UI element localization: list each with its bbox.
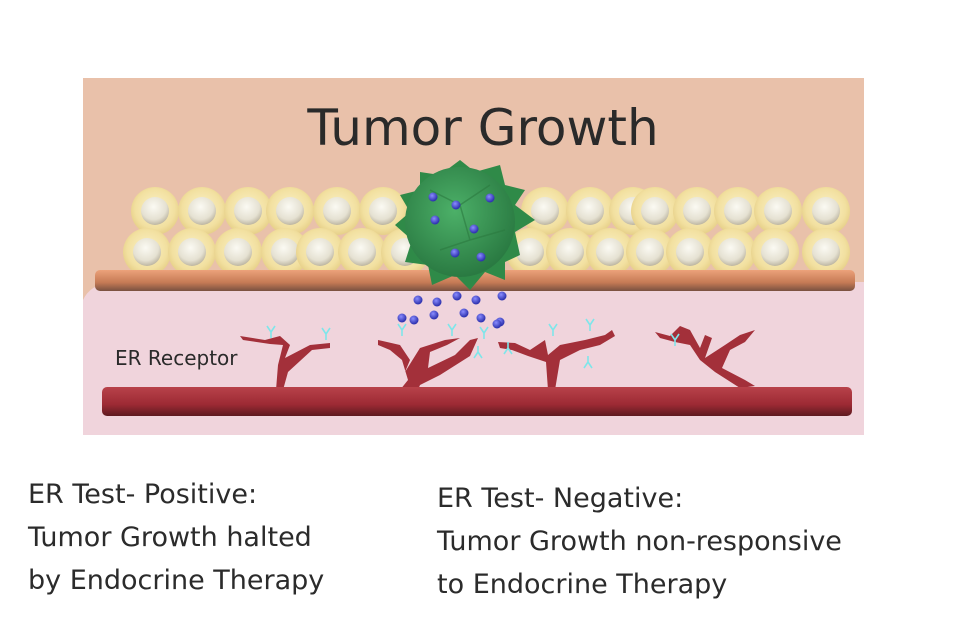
normal-cell (123, 228, 171, 276)
hormone-molecule (476, 313, 486, 323)
normal-cell (313, 187, 361, 235)
cell-nucleus (576, 197, 604, 225)
caption-er-positive: ER Test- Positive: Tumor Growth halted b… (28, 473, 324, 602)
normal-cell (566, 187, 614, 235)
cell-nucleus (636, 238, 664, 266)
cell-nucleus (271, 238, 299, 266)
caption-negative-line: ER Test- Negative: (437, 483, 684, 514)
cell-nucleus (348, 238, 376, 266)
receptor-marker (321, 327, 331, 340)
normal-cell (751, 228, 799, 276)
receptor-marker (548, 323, 558, 336)
normal-cell (714, 187, 762, 235)
cell-nucleus (234, 197, 262, 225)
hormone-molecule (428, 192, 438, 202)
receptor-marker (585, 318, 595, 331)
hormone-molecule (413, 295, 423, 305)
receptor-marker (397, 323, 407, 336)
receptor-marker (583, 356, 593, 369)
receptor-markers (266, 318, 680, 369)
normal-cell (546, 228, 594, 276)
receptor-marker (503, 342, 513, 355)
receptor-marker (473, 346, 483, 359)
cell-nucleus (531, 197, 559, 225)
normal-cell (802, 187, 850, 235)
hormone-molecule (430, 215, 440, 225)
hormone-molecule (469, 224, 479, 234)
receptor-marker (670, 333, 680, 346)
cell-nucleus (764, 197, 792, 225)
normal-cell (131, 187, 179, 235)
normal-cell (338, 228, 386, 276)
normal-cell (224, 187, 272, 235)
normal-cell (261, 228, 309, 276)
caption-negative-line: to Endocrine Therapy (437, 569, 728, 600)
hormone-molecules (397, 192, 507, 329)
normal-cell (359, 187, 407, 235)
normal-cell (754, 187, 802, 235)
er-receptor-vessels (240, 326, 755, 390)
caption-positive-line: by Endocrine Therapy (28, 565, 325, 596)
er-receptor-label: ER Receptor (115, 346, 238, 370)
receptor-marker (266, 325, 276, 338)
cell-nucleus (724, 197, 752, 225)
caption-positive-line: Tumor Growth halted (28, 522, 312, 553)
hormone-molecule (459, 308, 469, 318)
cell-nucleus (141, 197, 169, 225)
hormone-molecule (485, 193, 495, 203)
normal-cell (521, 187, 569, 235)
normal-cell-layer (123, 187, 850, 276)
normal-cell (214, 228, 262, 276)
receptor-marker (479, 326, 489, 339)
cell-nucleus (812, 238, 840, 266)
hormone-molecule (409, 315, 419, 325)
hormone-molecule (497, 291, 507, 301)
cell-nucleus (596, 238, 624, 266)
cell-nucleus (676, 238, 704, 266)
hormone-molecule (450, 248, 460, 258)
normal-cell (266, 187, 314, 235)
normal-cell (631, 187, 679, 235)
diagram-title: Tumor Growth (306, 99, 658, 157)
normal-cell (506, 228, 554, 276)
normal-cell (168, 228, 216, 276)
cell-nucleus (761, 238, 789, 266)
normal-cell (802, 228, 850, 276)
hormone-molecule (492, 319, 502, 329)
normal-cell (708, 228, 756, 276)
cell-nucleus (641, 197, 669, 225)
normal-cell (586, 228, 634, 276)
normal-cell (178, 187, 226, 235)
normal-cell (296, 228, 344, 276)
cell-nucleus (556, 238, 584, 266)
normal-cell (673, 187, 721, 235)
cell-nucleus (188, 197, 216, 225)
hormone-molecule (432, 297, 442, 307)
cell-nucleus (178, 238, 206, 266)
cell-nucleus (369, 197, 397, 225)
caption-positive-line: ER Test- Positive: (28, 479, 258, 510)
hormone-molecule (452, 291, 462, 301)
normal-cell (666, 228, 714, 276)
hormone-molecule (471, 295, 481, 305)
cell-nucleus (718, 238, 746, 266)
cell-nucleus (224, 238, 252, 266)
cell-nucleus (323, 197, 351, 225)
hormone-molecule (429, 310, 439, 320)
cell-nucleus (133, 238, 161, 266)
receptor-marker (447, 323, 457, 336)
normal-cell (626, 228, 674, 276)
cell-nucleus (306, 238, 334, 266)
cell-nucleus (812, 197, 840, 225)
hormone-molecule (476, 252, 486, 262)
caption-er-negative: ER Test- Negative: Tumor Growth non-resp… (437, 477, 842, 606)
caption-negative-line: Tumor Growth non-responsive (437, 526, 842, 557)
cell-nucleus (276, 197, 304, 225)
cell-nucleus (683, 197, 711, 225)
cell-nucleus (516, 238, 544, 266)
hormone-molecule (397, 313, 407, 323)
hormone-molecule (451, 200, 461, 210)
blood-vessel (102, 387, 852, 416)
